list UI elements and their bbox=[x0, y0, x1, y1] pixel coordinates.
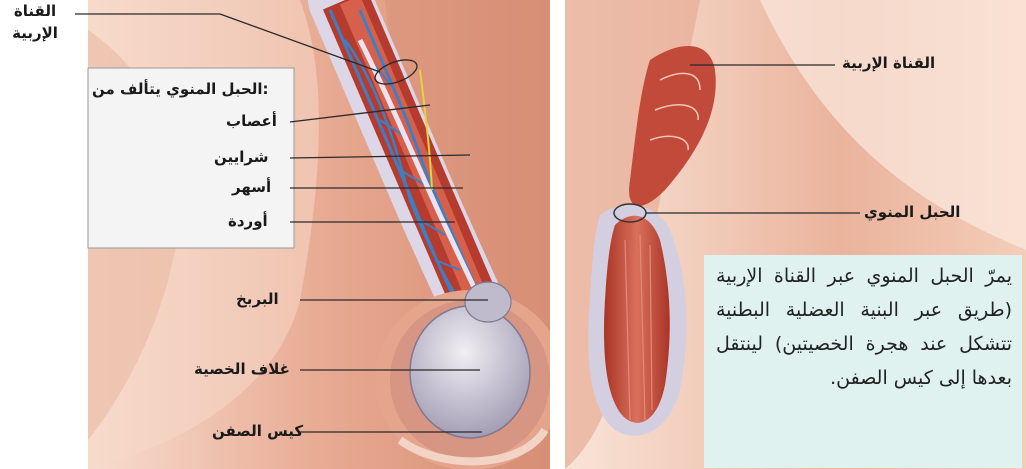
inguinal-canal-label-left: القناة الإربية bbox=[0, 0, 70, 44]
components-box-title: الحبل المنوي يتألف من: bbox=[92, 80, 269, 98]
cord-right-art bbox=[588, 204, 686, 436]
spermatic-cord-label-right: الحبل المنوي bbox=[864, 205, 960, 220]
vas-deferens-label: أسهر bbox=[232, 180, 271, 195]
inguinal-canal-label-right: القناة الإربية bbox=[842, 56, 935, 71]
epididymis-label: البربخ bbox=[236, 292, 279, 307]
scrotum-label: كيس الصفن bbox=[212, 424, 303, 439]
inguinal-canal-label-line1: القناة bbox=[0, 0, 70, 22]
arteries-label: شرايين bbox=[214, 150, 268, 165]
inguinal-canal-label-line2: الإربية bbox=[0, 22, 70, 44]
veins-label: أوردة bbox=[228, 214, 268, 229]
description-box: يمرّ الحبل المنوي عبر القناة الإربية (طر… bbox=[704, 255, 1022, 468]
nerves-label: أعصاب bbox=[226, 114, 277, 129]
tunica-label: غلاف الخصية bbox=[194, 362, 290, 377]
